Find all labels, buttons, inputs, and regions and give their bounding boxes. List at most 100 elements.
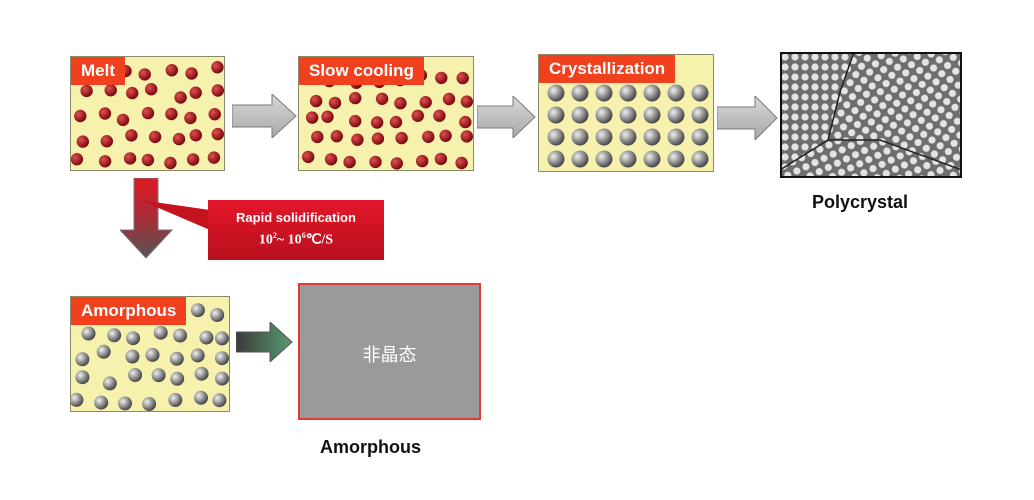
atom [349,114,362,128]
atom [667,128,685,146]
polycrystal-caption: Polycrystal [812,192,909,212]
atom [145,347,160,362]
melt-label: Melt [71,57,125,85]
atom [141,106,155,120]
atom [98,155,112,168]
atom [189,129,202,142]
atom [619,106,637,124]
atom [165,64,178,77]
atom [80,84,93,98]
atom [184,111,197,125]
atom [311,130,324,144]
atom [595,128,613,146]
atom [212,393,227,408]
atom [71,392,84,407]
atom [619,128,637,146]
arrow-right-icon [232,94,297,138]
atom [643,106,661,124]
atom [571,128,589,146]
atom [75,370,90,385]
atom [416,154,429,168]
atom [194,390,208,405]
atom [547,128,565,146]
rate-unit: ℃/S [305,232,334,248]
polycrystal-image [780,52,962,178]
atom [309,94,323,108]
atom [94,395,109,410]
atom [125,349,140,364]
atom [208,108,221,121]
atom [433,109,446,122]
atom [211,84,224,97]
atom [126,331,141,346]
atom [302,150,315,164]
melt-panel: Melt [70,56,225,171]
atom [98,107,112,120]
atom [168,393,183,407]
atom [148,130,162,144]
atom [389,115,403,129]
atom [145,83,158,96]
atom [595,150,613,168]
atom [169,351,184,366]
atom [151,368,166,383]
atom [643,128,661,146]
atom [123,152,137,165]
atom [185,67,198,80]
atom [371,132,385,145]
atom [215,371,229,386]
atom [547,150,565,168]
atom [170,371,185,386]
atom [330,130,343,143]
amorphous-panel: Amorphous [70,296,230,412]
amorphous-caption: Amorphous [320,437,421,457]
atom [104,84,117,97]
atom [173,328,188,343]
atom [96,344,111,359]
atom [138,68,151,81]
amorphous-cn-text: 非晶态 [362,345,417,366]
atom [547,84,565,102]
slow-cooling-panel: Slow cooling [298,56,474,171]
atom [595,84,613,102]
atom [459,115,472,129]
atom [211,61,224,74]
atom [619,150,637,168]
atom [460,95,473,108]
atom [324,153,338,166]
atom [194,366,209,381]
atom [165,107,178,121]
atom [118,396,132,411]
arrow-right-icon [717,96,778,140]
atom [190,348,205,363]
atom [75,352,90,367]
callout-title: Rapid solidification [236,210,356,225]
atom [419,96,432,109]
atom [215,331,229,346]
atom [215,351,229,366]
atom [189,86,202,99]
atom [375,92,389,105]
atom [547,106,565,124]
atom [125,129,138,142]
atom [141,153,155,167]
atom [667,106,685,124]
atom [422,130,435,143]
atom [643,84,661,102]
atom [691,84,709,102]
callout-rate: 102~ 106℃/S [208,231,384,249]
rate-exp-high: 6 [301,231,306,240]
rate-exp-low: 2 [272,231,277,240]
atom [199,330,214,345]
arrow-down-icon [120,178,174,259]
crystallization-label: Crystallization [539,55,676,83]
atom [456,71,469,85]
atom [102,376,117,391]
atom [619,84,637,102]
atom [571,150,589,168]
atom [190,303,205,318]
atom [394,97,407,110]
atom [369,155,382,169]
atom [643,150,661,168]
crystallization-panel: Crystallization [538,54,714,172]
